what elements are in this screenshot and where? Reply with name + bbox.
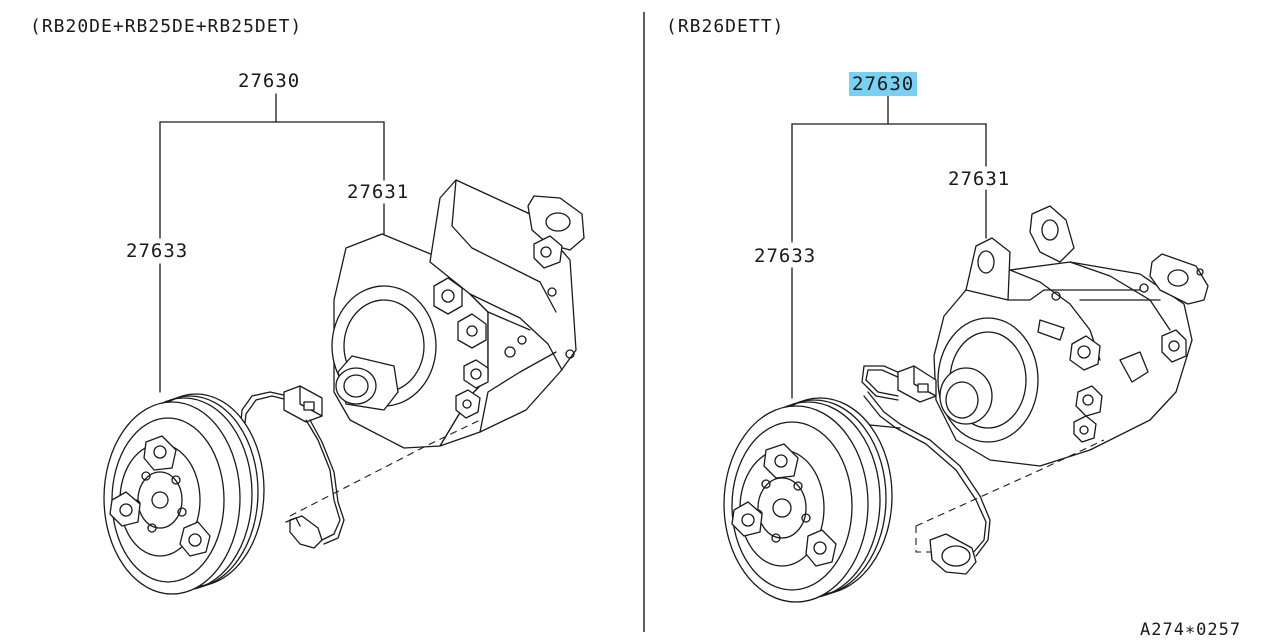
left-compressor-icon bbox=[331, 179, 585, 449]
left-panel-title: (RB20DE+RB25DE+RB25DET) bbox=[30, 16, 303, 37]
right-assembly-dashline bbox=[915, 439, 1105, 527]
right-panel-title: (RB26DETT) bbox=[666, 16, 785, 37]
left-part-number-compressor[interactable]: 27631 bbox=[347, 181, 410, 203]
right-compressor-icon bbox=[933, 205, 1209, 467]
left-clutch-pulley-icon bbox=[103, 393, 265, 595]
right-part-number-clutch[interactable]: 27633 bbox=[754, 245, 817, 267]
left-clutch-wire bbox=[239, 385, 345, 549]
right-part-number-compressor[interactable]: 27631 bbox=[948, 168, 1011, 190]
left-part-number-clutch[interactable]: 27633 bbox=[126, 240, 189, 262]
left-assembly-dashline bbox=[289, 419, 481, 517]
left-leader-lines bbox=[159, 93, 385, 393]
right-clutch-pulley-icon bbox=[723, 397, 893, 603]
right-leader-lines bbox=[791, 95, 987, 399]
right-part-number-assembly-highlighted[interactable]: 27630 bbox=[849, 72, 918, 96]
left-part-number-assembly[interactable]: 27630 bbox=[238, 70, 301, 92]
right-assembly-dashline-2 bbox=[915, 526, 932, 553]
figure-code: A274∗0257 bbox=[1140, 620, 1242, 640]
